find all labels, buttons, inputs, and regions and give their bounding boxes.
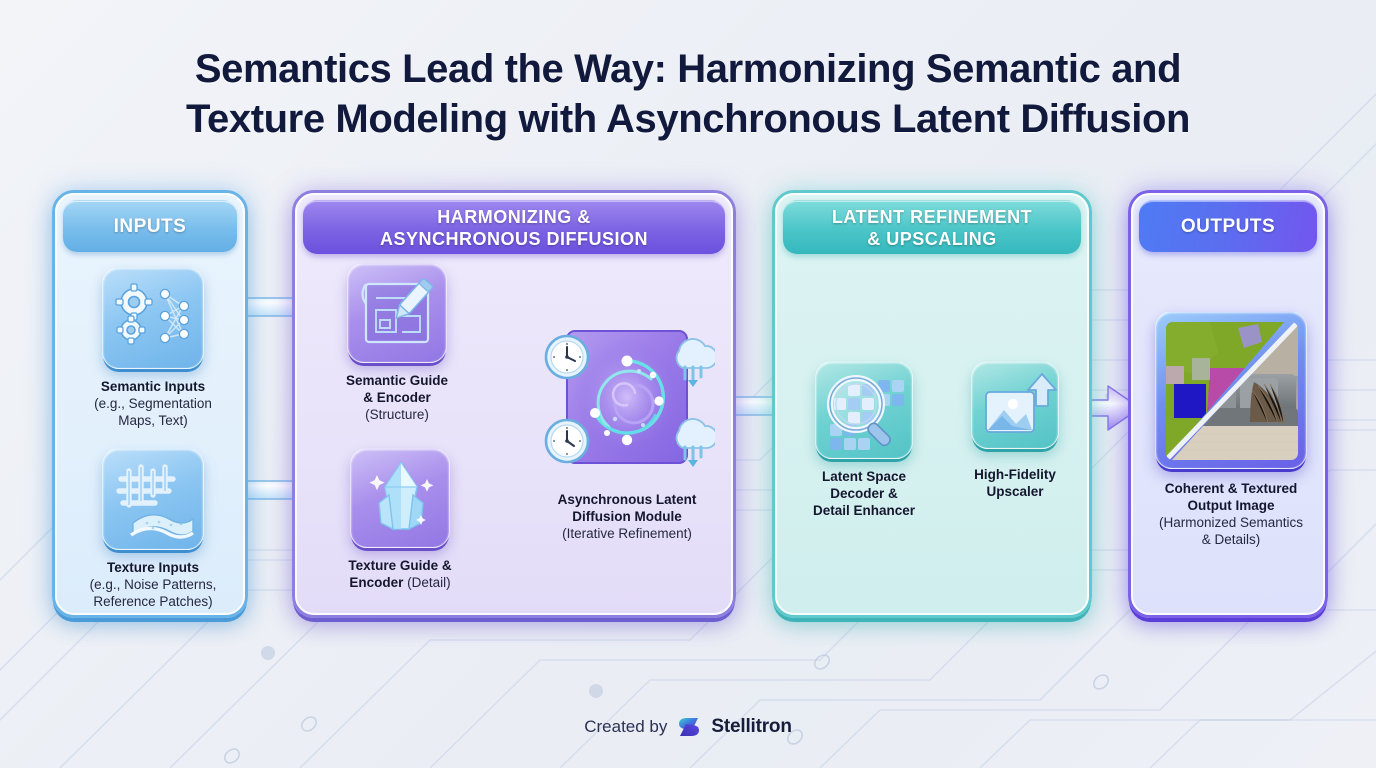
panel-outputs[interactable]: OUTPUTS [1128,190,1328,618]
panel-refinement-header-line-1: LATENT REFINEMENT [831,206,1033,227]
spiral-diffusion-clock-cloud-icon [539,309,718,485]
node-latent-decoder-label: Latent Space Decoder & Detail Enhancer [789,468,939,519]
pipeline-stage: INPUTS [0,186,1376,646]
node-output-image[interactable]: Coherent & Textured Output Image (Harmon… [1131,311,1331,548]
panel-refinement-header-line-2: & UPSCALING [867,228,997,249]
footer-credit: Created by Stellitron [0,714,1376,740]
node-high-fidelity-upscaler[interactable]: High-Fidelity Upscaler [945,361,1085,500]
node-diffusion-module-sub: (Iterative Refinement) [562,526,692,541]
node-output-sub-1: (Harmonized Semantics [1158,515,1304,530]
panel-diffusion-header-line-2: ASYNCHRONOUS DIFFUSION [379,228,648,249]
node-upscaler-title-2: Upscaler [986,484,1044,499]
panel-refinement-header: LATENT REFINEMENT & UPSCALING [783,200,1081,254]
split-segmentation-photo-thumbnail [1155,311,1307,469]
node-output-title-2: Output Image [1187,498,1275,513]
node-semantic-inputs-label: Semantic Inputs (e.g., Segmentation Maps… [55,378,251,429]
page-title-line-1: Semantics Lead the Way: Harmonizing Sema… [194,47,1182,91]
node-semantic-inputs-sub-1: (e.g., Segmentation [94,396,212,411]
crystal-gem-icon [350,448,450,548]
node-output-image-label: Coherent & Textured Output Image (Harmon… [1131,480,1331,548]
node-latent-decoder-title-2: Decoder & [830,486,898,501]
panel-diffusion-header: HARMONIZING & ASYNCHRONOUS DIFFUSION [303,200,725,254]
node-semantic-guide-encoder[interactable]: Semantic Guide & Encoder (Structure) [337,263,457,423]
panel-outputs-header: OUTPUTS [1139,200,1317,252]
clock-icon-bottom [544,418,590,464]
node-semantic-guide-label: Semantic Guide & Encoder (Structure) [337,372,457,423]
node-semantic-inputs-sub-2: Maps, Text) [118,413,188,428]
image-upscale-arrow-icon [971,361,1059,449]
node-output-title-1: Coherent & Textured [1164,481,1298,496]
panel-diffusion-header-line-1: HARMONIZING & [437,206,591,227]
node-texture-guide-title-2: Encoder (Detail) [349,575,451,590]
node-async-latent-diffusion-module[interactable]: Asynchronous Latent Diffusion Module (It… [527,309,727,542]
node-semantic-guide-title-1: Semantic Guide [345,373,449,388]
node-texture-guide-encoder[interactable]: Texture Guide & Encoder (Detail) [337,448,463,591]
node-semantic-inputs-title: Semantic Inputs [100,379,206,394]
clock-icon-top [544,334,590,380]
node-texture-inputs-title: Texture Inputs [106,560,199,575]
node-latent-space-decoder[interactable]: Latent Space Decoder & Detail Enhancer [789,361,939,519]
node-texture-guide-title-1: Texture Guide & [348,558,452,573]
node-semantic-guide-sub: (Structure) [365,407,429,422]
node-upscaler-title-1: High-Fidelity [974,467,1056,482]
node-output-sub-2: & Details) [1201,532,1261,547]
node-texture-inputs-label: Texture Inputs (e.g., Noise Patterns, Re… [55,559,251,610]
gears-neural-network-icon [102,267,204,369]
node-diffusion-module-title-1: Asynchronous Latent [557,492,697,507]
panel-inputs-header: INPUTS [63,200,237,252]
panel-outputs-header-label: OUTPUTS [1180,215,1276,237]
panel-latent-refinement[interactable]: LATENT REFINEMENT & UPSCALING [772,190,1092,618]
page-title: Semantics Lead the Way: Harmonizing Sema… [0,44,1376,144]
node-texture-guide-label: Texture Guide & Encoder (Detail) [337,557,463,591]
node-latent-decoder-title-3: Detail Enhancer [812,503,916,518]
node-semantic-guide-title-2: & Encoder [363,390,431,405]
node-diffusion-module-title-2: Diffusion Module [572,509,682,524]
node-semantic-inputs[interactable]: Semantic Inputs (e.g., Segmentation Maps… [55,267,251,429]
blueprint-pencil-icon [347,263,447,363]
node-texture-inputs[interactable]: Texture Inputs (e.g., Noise Patterns, Re… [55,448,251,610]
node-latent-decoder-title-1: Latent Space [821,469,907,484]
footer-created-by-label: Created by [584,717,668,736]
panel-inputs[interactable]: INPUTS [52,190,248,618]
panel-harmonizing-diffusion[interactable]: HARMONIZING & ASYNCHRONOUS DIFFUSION [292,190,736,618]
stellitron-s-logo [679,718,700,736]
panel-inputs-header-label: INPUTS [113,215,187,237]
footer-brand-label: Stellitron [711,716,792,737]
node-diffusion-module-label: Asynchronous Latent Diffusion Module (It… [527,491,727,542]
node-upscaler-label: High-Fidelity Upscaler [945,466,1085,500]
node-texture-inputs-sub-2: Reference Patches) [93,594,213,609]
weave-wave-texture-icon [102,448,204,550]
magnifier-pixels-icon [815,361,913,459]
page-title-line-2: Texture Modeling with Asynchronous Laten… [185,97,1191,141]
node-texture-inputs-sub-1: (e.g., Noise Patterns, [89,577,217,592]
